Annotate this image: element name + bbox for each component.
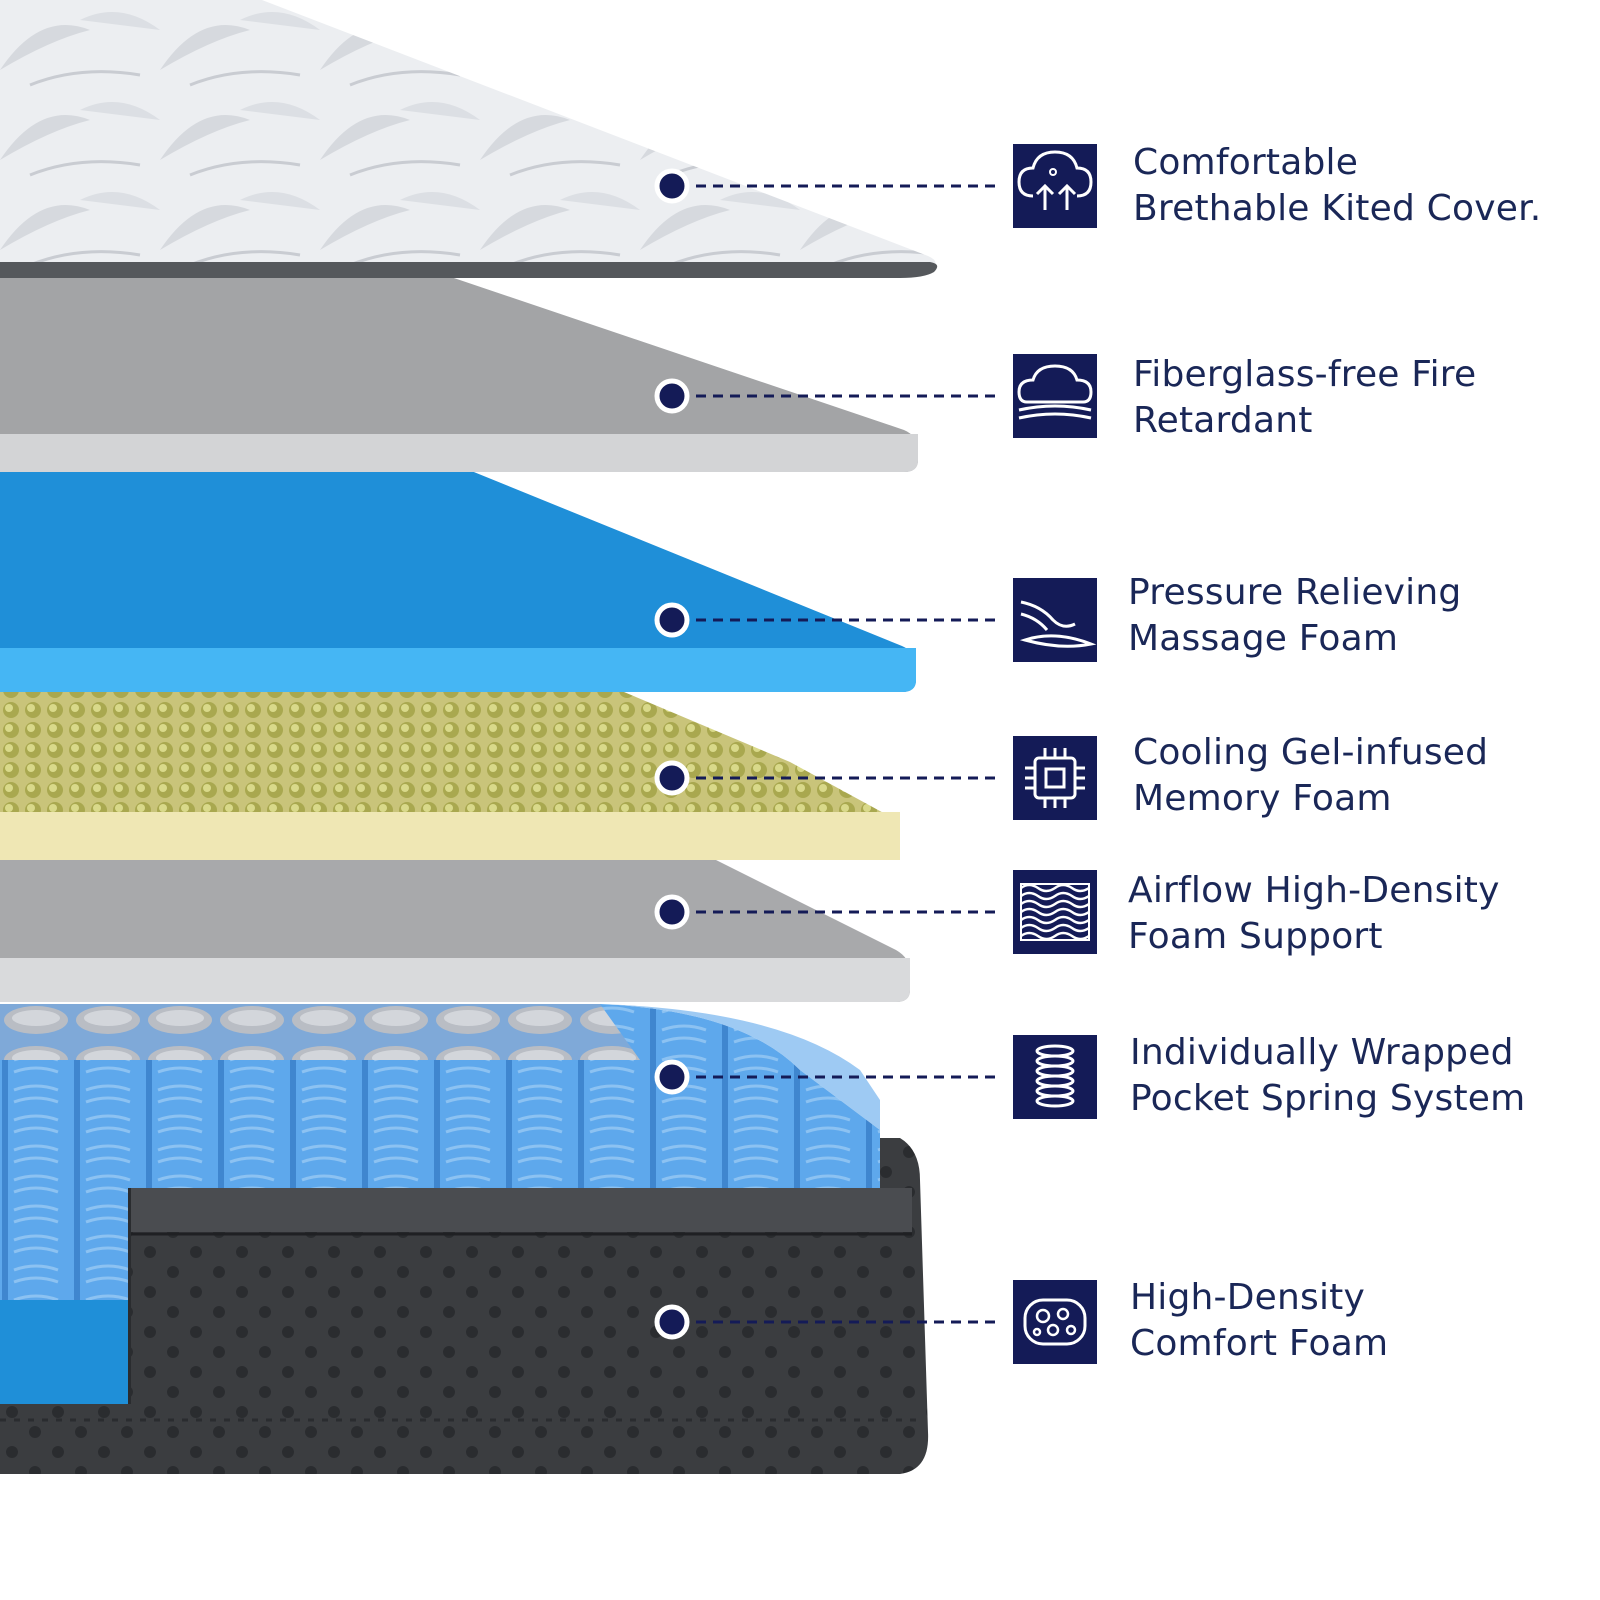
feature-label-line-1: Pressure Relieving [1128,572,1462,613]
layer-marker-dot [654,1059,690,1095]
feature-label-line-2: Memory Foam [1133,778,1392,819]
layer-marker-dot [654,1304,690,1340]
feature-label-line-2: Pocket Spring System [1130,1078,1526,1119]
feature-icons [1013,144,1097,1364]
mesh-icon [1013,870,1097,954]
cover-layer [0,0,938,278]
feature-label-line-2: Brethable Kited Cover. [1133,188,1542,229]
feature-label-line-2: Retardant [1133,400,1313,441]
support-foam-layer [0,858,910,1002]
layer-marker-dot [654,378,690,414]
feature-label-line-2: Foam Support [1128,916,1383,957]
layer-marker-dot [654,760,690,796]
feature-label-line-1: Cooling Gel-infused [1133,732,1489,773]
layer-marker-dot [654,894,690,930]
sponge-icon [1013,1280,1097,1364]
feature-label-line-1: Airflow High-Density [1128,870,1500,911]
cloud-layers-icon [1013,354,1097,438]
hand-foam-icon [1013,578,1097,662]
layer-marker-dot [654,168,690,204]
chip-icon [1013,736,1097,820]
cloud-arrows-icon [1013,144,1097,228]
callout-connectors [654,168,1002,1340]
feature-label-line-1: Comfortable [1133,142,1359,183]
layer-marker-dot [654,602,690,638]
spring-icon [1013,1035,1097,1119]
feature-label-line-2: Massage Foam [1128,618,1399,659]
feature-label-line-1: High-Density [1130,1277,1365,1318]
fire-retardant-layer [0,276,918,472]
massage-foam-layer [0,468,916,692]
feature-label-line-2: Comfort Foam [1130,1323,1389,1364]
memory-foam-layer [0,692,900,860]
feature-label-line-1: Individually Wrapped [1130,1032,1514,1073]
comfort-foam-layer [0,1138,929,1474]
feature-label-line-1: Fiberglass-free Fire [1133,354,1477,395]
